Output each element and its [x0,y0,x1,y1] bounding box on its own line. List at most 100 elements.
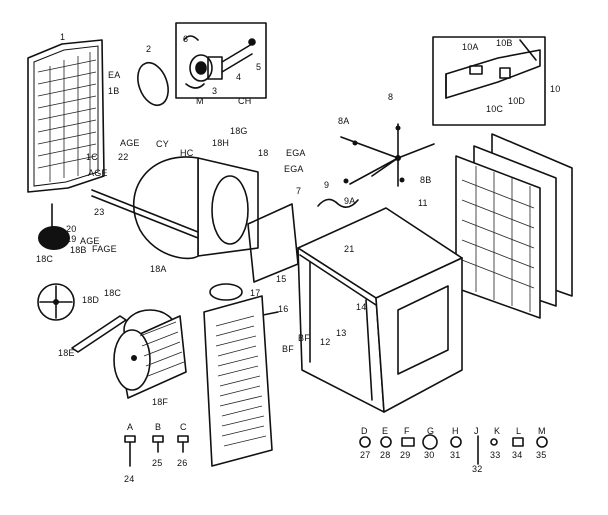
bolt-b [152,435,164,453]
label-cy: CY [156,139,169,149]
label-K: K [494,426,500,436]
label-3: 3 [212,86,217,96]
label-13: 13 [336,328,346,338]
label-30: 30 [424,450,434,460]
label-23: 23 [94,207,104,217]
label-ega1: EGA [286,148,306,158]
callout-labels: 1 EA 1B 1C 2 6 5 4 3 10A 10B 10 10C 10D … [36,32,560,484]
label-6: 6 [183,34,188,44]
label-1b: 1B [108,86,119,96]
label-35: 35 [536,450,546,460]
label-28: 28 [380,450,390,460]
label-1c: 1C [86,152,98,162]
label-B: B [155,422,161,432]
label-16: 16 [278,304,288,314]
front-grille-panel [203,295,273,467]
belt-ring [137,61,169,107]
label-26: 26 [177,458,187,468]
label-32: 32 [472,464,482,474]
label-18c2: 18C [104,288,121,298]
label-21: 21 [344,244,354,254]
label-18h: 18H [212,138,229,148]
label-L: L [516,426,521,436]
label-F: F [404,426,410,436]
motor-pulley [38,203,70,250]
bolt-a [124,435,136,467]
motor-assembly [175,22,267,99]
label-m: M [196,96,204,106]
label-29: 29 [400,450,410,460]
label-hc: HC [180,148,194,158]
label-10c: 10C [486,104,503,114]
shaft [71,315,127,353]
label-10: 10 [550,84,560,94]
label-G: G [427,426,434,436]
label-fage: FAGE [92,244,117,254]
label-9a: 9A [344,196,355,206]
label-27: 27 [360,450,370,460]
blower-wheel [113,309,187,399]
label-age1: AGE [120,138,140,148]
label-22: 22 [118,152,128,162]
label-8a: 8A [338,116,349,126]
label-18c1: 18C [36,254,53,264]
label-24: 24 [124,474,134,484]
label-10d: 10D [508,96,525,106]
label-4: 4 [236,72,241,82]
cabinet-housing [297,207,463,413]
label-age2: AGE [88,168,108,178]
label-18f: 18F [152,397,168,407]
label-18d: 18D [82,295,99,305]
blower-housing [91,156,259,260]
label-8b: 8B [420,175,431,185]
label-ega2: EGA [284,164,304,174]
label-18g: 18G [230,126,248,136]
label-33: 33 [490,450,500,460]
label-C: C [180,422,187,432]
label-7: 7 [296,186,301,196]
label-34: 34 [512,450,522,460]
label-8: 8 [388,92,393,102]
label-17: 17 [250,288,260,298]
label-14: 14 [356,302,366,312]
label-5: 5 [256,62,261,72]
label-25: 25 [152,458,162,468]
small-hardware [359,434,548,465]
label-age3: AGE [80,236,100,246]
label-2: 2 [146,44,151,54]
label-H: H [452,426,459,436]
bolt-c [177,435,189,453]
filter-screen [247,203,299,283]
label-D: D [361,426,368,436]
label-15: 15 [276,274,286,284]
spider-distributor [317,123,435,208]
label-18b: 18B [70,245,87,255]
label-19: 19 [66,234,76,244]
label-20: 20 [66,224,76,234]
label-18: 18 [258,148,268,158]
label-10b: 10B [496,38,513,48]
label-12: 12 [320,337,330,347]
wheel-hub [37,283,75,321]
label-18a: 18A [150,264,167,274]
label-J: J [474,426,479,436]
label-bf2: BF [282,344,294,354]
label-A: A [127,422,133,432]
label-bf1: BF [298,333,310,343]
filter-frame-left [27,39,105,193]
label-9: 9 [324,180,329,190]
label-18e: 18E [58,348,75,358]
filter-pads-right [455,133,573,319]
label-E: E [382,426,388,436]
label-11: 11 [418,198,428,208]
label-31: 31 [450,450,460,460]
pulley [209,283,243,301]
label-ch: CH [238,96,251,106]
label-1: 1 [60,32,65,42]
control-box [432,36,546,126]
label-M: M [538,426,546,436]
label-10a: 10A [462,42,479,52]
label-ea: EA [108,70,120,80]
